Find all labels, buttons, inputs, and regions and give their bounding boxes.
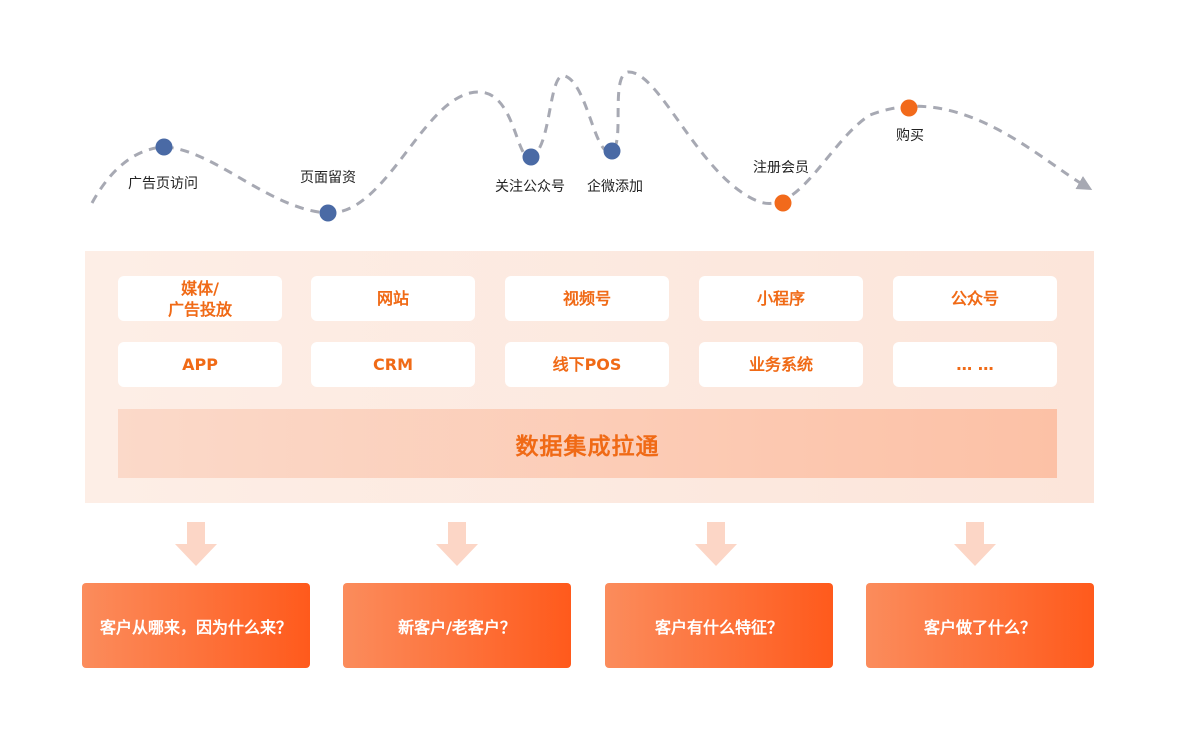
integration-label: 数据集成拉通	[515, 433, 660, 460]
question-box: 客户从哪来，因为什么来？	[82, 583, 310, 668]
journey-label: 企微添加	[587, 178, 643, 195]
journey-path	[90, 70, 1093, 215]
down-arrow-icon	[954, 522, 996, 566]
source-tile: CRM	[311, 342, 475, 387]
source-tile: 业务系统	[699, 342, 863, 387]
source-tile: 公众号	[893, 276, 1057, 321]
source-tile: 视频号	[505, 276, 669, 321]
journey-label: 页面留资	[300, 170, 356, 186]
source-tile: 小程序	[699, 276, 863, 321]
down-arrow-icon	[436, 522, 478, 566]
source-tile: … …	[893, 342, 1057, 387]
source-tile: APP	[118, 342, 282, 387]
source-tile: 线下POS	[505, 342, 669, 387]
down-arrow-icon	[175, 522, 217, 566]
down-arrow-icon	[695, 522, 737, 566]
journey-point	[319, 204, 337, 222]
question-box: 客户有什么特征？	[605, 583, 833, 668]
journey-label: 广告页访问	[128, 176, 198, 192]
question-box: 客户做了什么？	[866, 583, 1094, 668]
journey-point	[155, 138, 173, 156]
journey-point	[900, 99, 918, 117]
journey-label: 注册会员	[753, 160, 809, 176]
source-tile: 网站	[311, 276, 475, 321]
journey-point	[522, 148, 540, 166]
source-tile: 媒体/ 广告投放	[118, 276, 282, 321]
journey-point	[774, 194, 792, 212]
journey-label: 关注公众号	[495, 179, 565, 195]
data-integration-bar: 数据集成拉通	[118, 409, 1057, 478]
question-box: 新客户/老客户？	[343, 583, 571, 668]
journey-point	[603, 142, 621, 160]
journey-label: 购买	[896, 128, 924, 144]
